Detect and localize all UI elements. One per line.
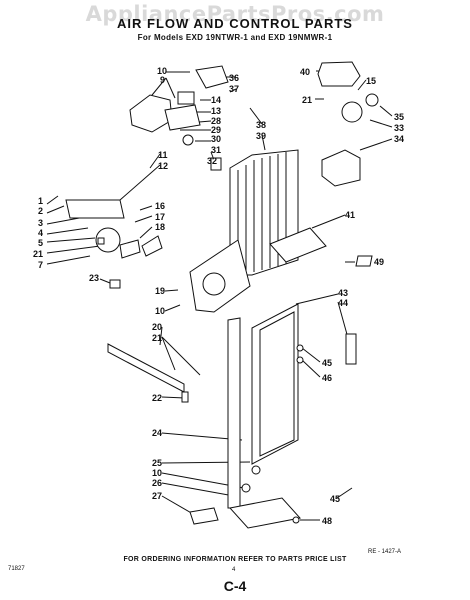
callout-49: 49	[374, 257, 384, 267]
callout-17: 17	[155, 212, 165, 222]
callout-37: 37	[229, 84, 239, 94]
callout-27: 27	[152, 491, 162, 501]
callout-10c: 10	[152, 468, 162, 478]
callout-32: 32	[207, 156, 217, 166]
callout-21b: 21	[33, 249, 43, 259]
drawing-reference: RE - 1427-A	[368, 549, 402, 555]
callout-30: 30	[211, 134, 221, 144]
callout-36: 36	[229, 73, 239, 83]
callout-19: 19	[155, 286, 165, 296]
callout-14: 14	[211, 95, 221, 105]
callout-31: 31	[211, 145, 221, 155]
page-marker: 4	[232, 567, 236, 573]
callout-9: 9	[160, 75, 165, 85]
diagram-title: AIR FLOW AND CONTROL PARTS	[117, 16, 353, 31]
callout-28: 28	[211, 116, 221, 126]
callout-18: 18	[155, 222, 165, 232]
callout-5: 5	[38, 238, 43, 248]
callout-33: 33	[394, 123, 404, 133]
callout-2: 2	[38, 206, 43, 216]
diagram-subtitle: For Models EXD 19NTWR-1 and EXD 19NMWR-1	[137, 33, 333, 42]
callout-41: 41	[345, 210, 355, 220]
callout-45b: 45	[330, 494, 340, 504]
callout-1: 1	[38, 196, 43, 206]
callout-48: 48	[322, 516, 332, 526]
callout-23: 23	[89, 273, 99, 283]
callout-16: 16	[155, 201, 165, 211]
callout-10b: 10	[155, 306, 165, 316]
callout-39: 39	[256, 131, 266, 141]
page-label: C-4	[223, 578, 247, 594]
callout-38: 38	[256, 120, 266, 130]
callout-21c: 21	[152, 333, 162, 343]
callout-40: 40	[300, 67, 310, 77]
watermark: AppliancePartsPros.com	[85, 2, 385, 26]
callout-15: 15	[366, 76, 376, 86]
callout-4: 4	[38, 228, 43, 238]
callout-34: 34	[394, 134, 404, 144]
callout-43: 43	[338, 288, 348, 298]
callout-24: 24	[152, 428, 162, 438]
callout-26: 26	[152, 478, 162, 488]
callout-10: 10	[157, 66, 167, 76]
callout-12: 12	[158, 161, 168, 171]
callout-44: 44	[338, 298, 348, 308]
callout-7: 7	[38, 260, 43, 270]
callout-11: 11	[158, 150, 168, 160]
callout-20: 20	[152, 322, 162, 332]
ordering-note: FOR ORDERING INFORMATION REFER TO PARTS …	[123, 556, 347, 563]
callout-21: 21	[302, 95, 312, 105]
callout-45: 45	[322, 358, 332, 368]
callout-25: 25	[152, 458, 162, 468]
catalog-code: 71827	[8, 566, 25, 572]
callout-29: 29	[211, 125, 221, 135]
callout-3: 3	[38, 218, 43, 228]
callout-35: 35	[394, 112, 404, 122]
callout-46: 46	[322, 373, 332, 383]
callout-13: 13	[211, 106, 221, 116]
callout-22: 22	[152, 393, 162, 403]
